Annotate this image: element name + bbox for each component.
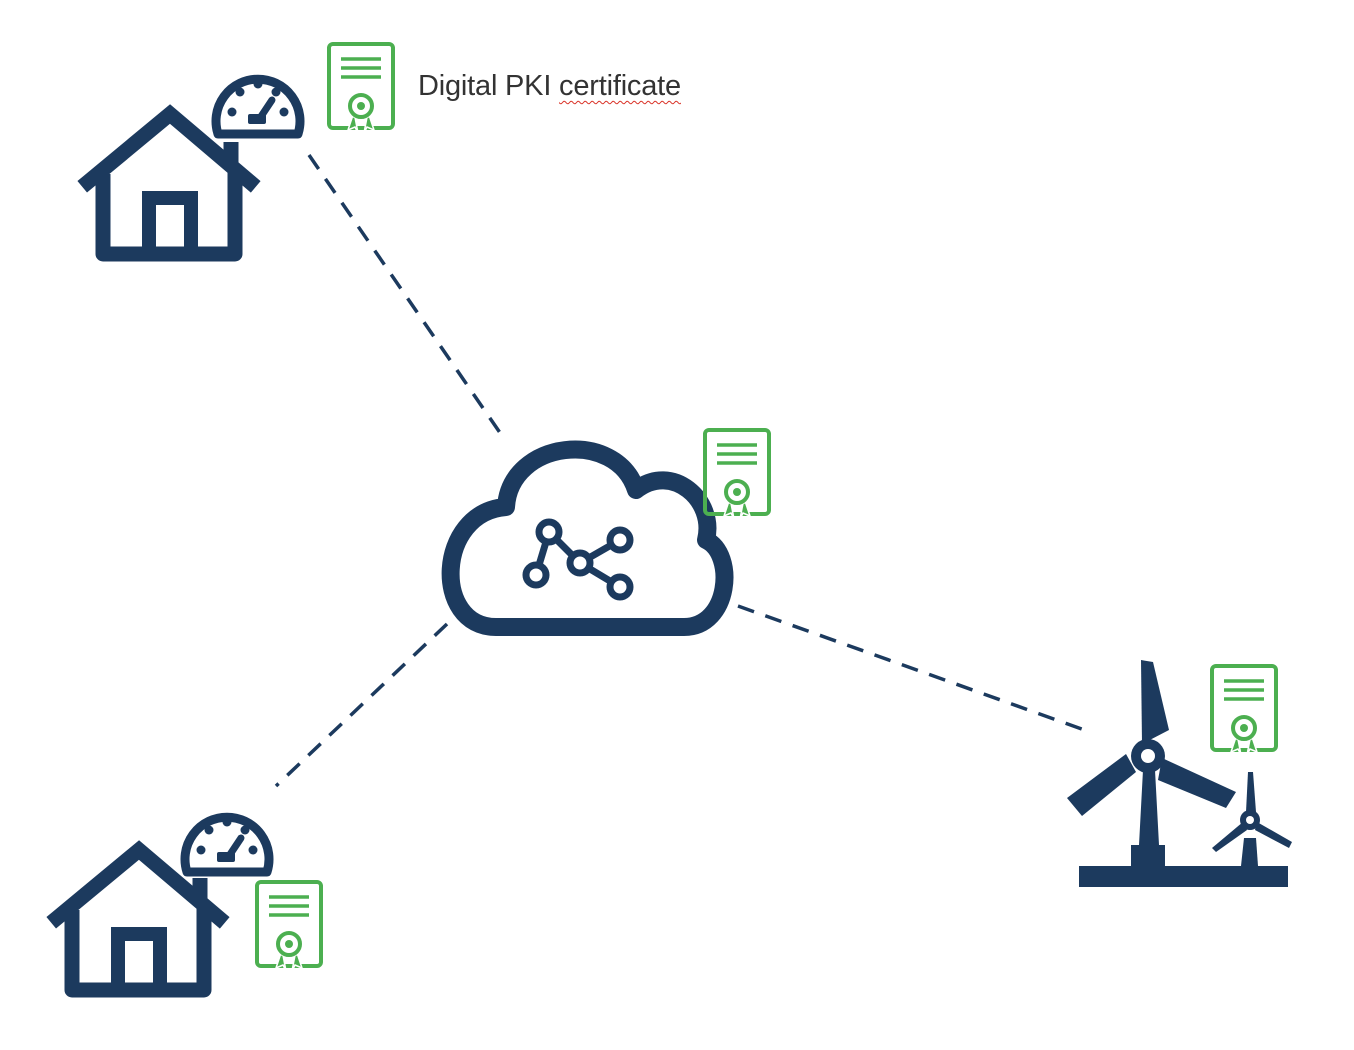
- label-word: certificate: [559, 70, 681, 102]
- link-cloud-wind: [737, 604, 1091, 734]
- label-prefix: Digital PKI: [418, 70, 560, 102]
- wind-turbine-icon: [1067, 660, 1292, 887]
- cloud-network-icon: [441, 440, 734, 636]
- top-certificate-icon: [327, 42, 395, 135]
- cloud-certificate-icon: [703, 428, 771, 521]
- top-gauge-icon: [216, 79, 300, 134]
- bottom-gauge-icon: [185, 817, 269, 872]
- certificate-label: Digital PKI certificate: [418, 70, 681, 103]
- link-top-house-cloud: [307, 154, 507, 441]
- link-bottom-house-cloud: [274, 622, 449, 788]
- wind-certificate-icon: [1210, 664, 1278, 757]
- bottom-certificate-icon: [255, 880, 323, 973]
